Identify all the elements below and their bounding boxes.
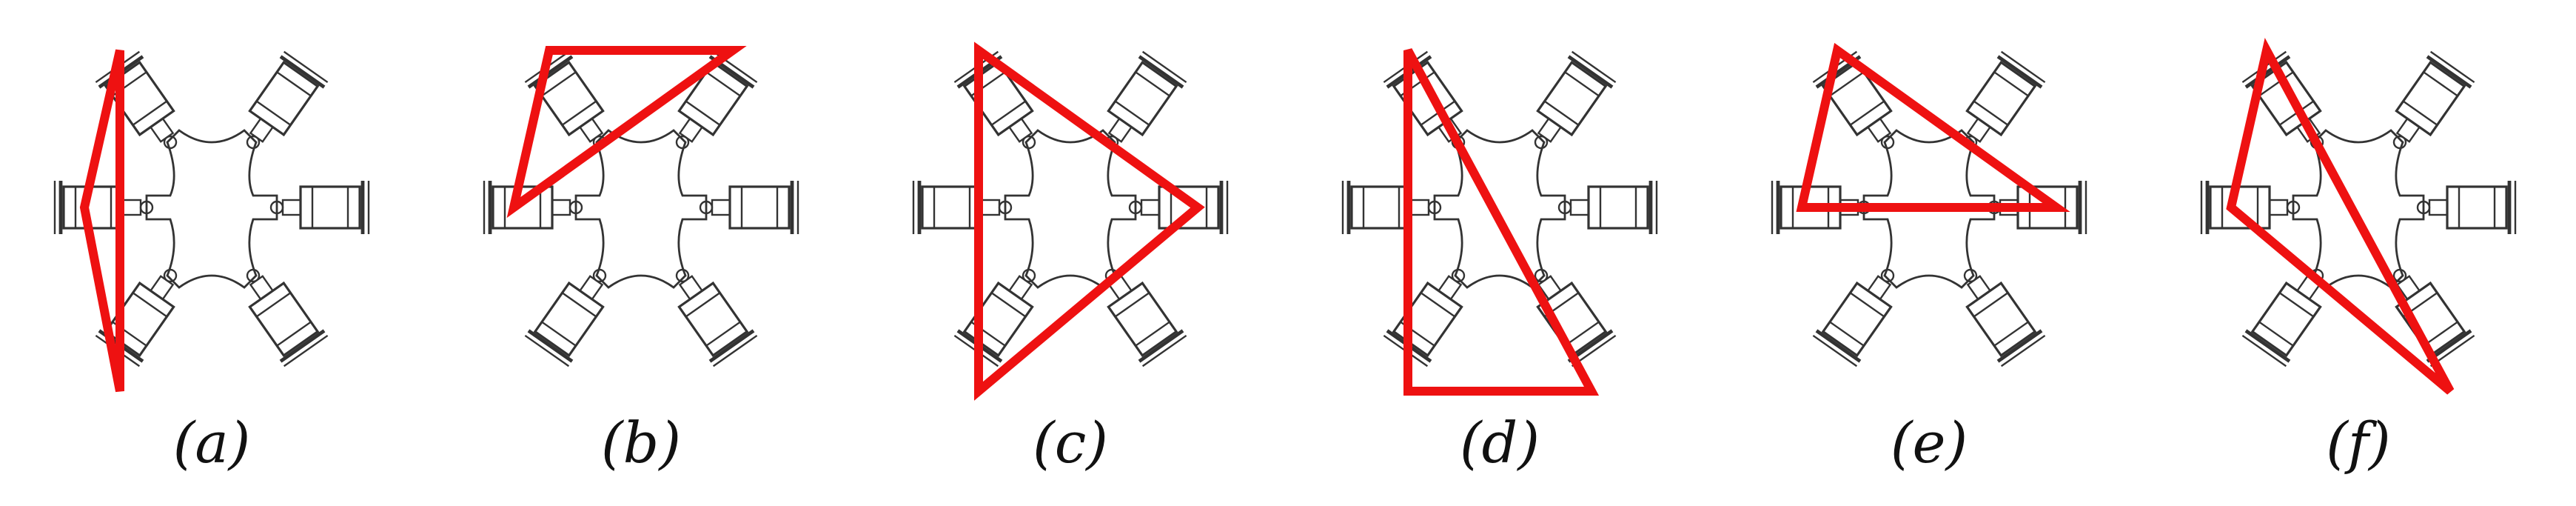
robot-leg-top-right [1104,50,1187,150]
robot-leg-bottom-right [1104,268,1187,367]
hexapod-robot [1771,50,2087,367]
robot-leg-top-right [2392,50,2475,150]
panel-label: (e) [1891,410,1968,476]
robot-leg-bottom-left [953,268,1036,367]
robot-leg-left [1341,181,1442,234]
robot-leg-top-right [1534,50,1617,150]
robot-leg-right [2416,181,2517,234]
panel-label: (f) [2326,410,2390,476]
robot-leg-left [53,181,154,234]
panel-label: (a) [173,410,251,476]
hexapod-robot [2200,50,2517,367]
robot-leg-right [699,181,799,234]
gait-panel-4: (d) [1341,48,1658,476]
support-triangle [2226,38,2455,395]
robot-leg-right [1557,181,1658,234]
robot-leg-bottom-left [1383,268,1466,367]
gait-panel-3: (c) [912,41,1229,476]
robot-leg-bottom-left [2241,268,2324,367]
robot-leg-bottom-right [675,268,758,367]
gait-panel-6: (f) [2200,38,2517,476]
gait-panel-2: (b) [483,46,799,476]
gait-panel-5: (e) [1771,42,2087,476]
robot-leg-bottom-right [246,268,329,367]
robot-leg-left [483,181,583,234]
panel-label: (c) [1033,410,1108,476]
robot-leg-bottom-right [1963,268,2046,367]
robot-leg-top-right [246,50,329,150]
robot-leg-left [912,181,1013,234]
support-triangle [79,49,124,393]
robot-leg-right [269,181,370,234]
panel-label: (b) [601,410,681,476]
robot-leg-top-left [1812,50,1895,150]
gait-panel-1: (a) [53,49,370,476]
robot-leg-bottom-left [524,268,607,367]
panel-label: (d) [1460,410,1540,476]
robot-leg-right [1128,181,1229,234]
support-triangle [506,46,747,219]
robot-leg-top-right [1963,50,2046,150]
support-triangle [1403,48,1600,396]
hexapod-robot [1341,50,1658,367]
robot-leg-left [2200,181,2301,234]
robot-leg-bottom-left [1812,268,1895,367]
support-triangle [1796,42,2070,212]
support-triangle [974,41,1205,401]
hexapod-robot [483,50,799,367]
